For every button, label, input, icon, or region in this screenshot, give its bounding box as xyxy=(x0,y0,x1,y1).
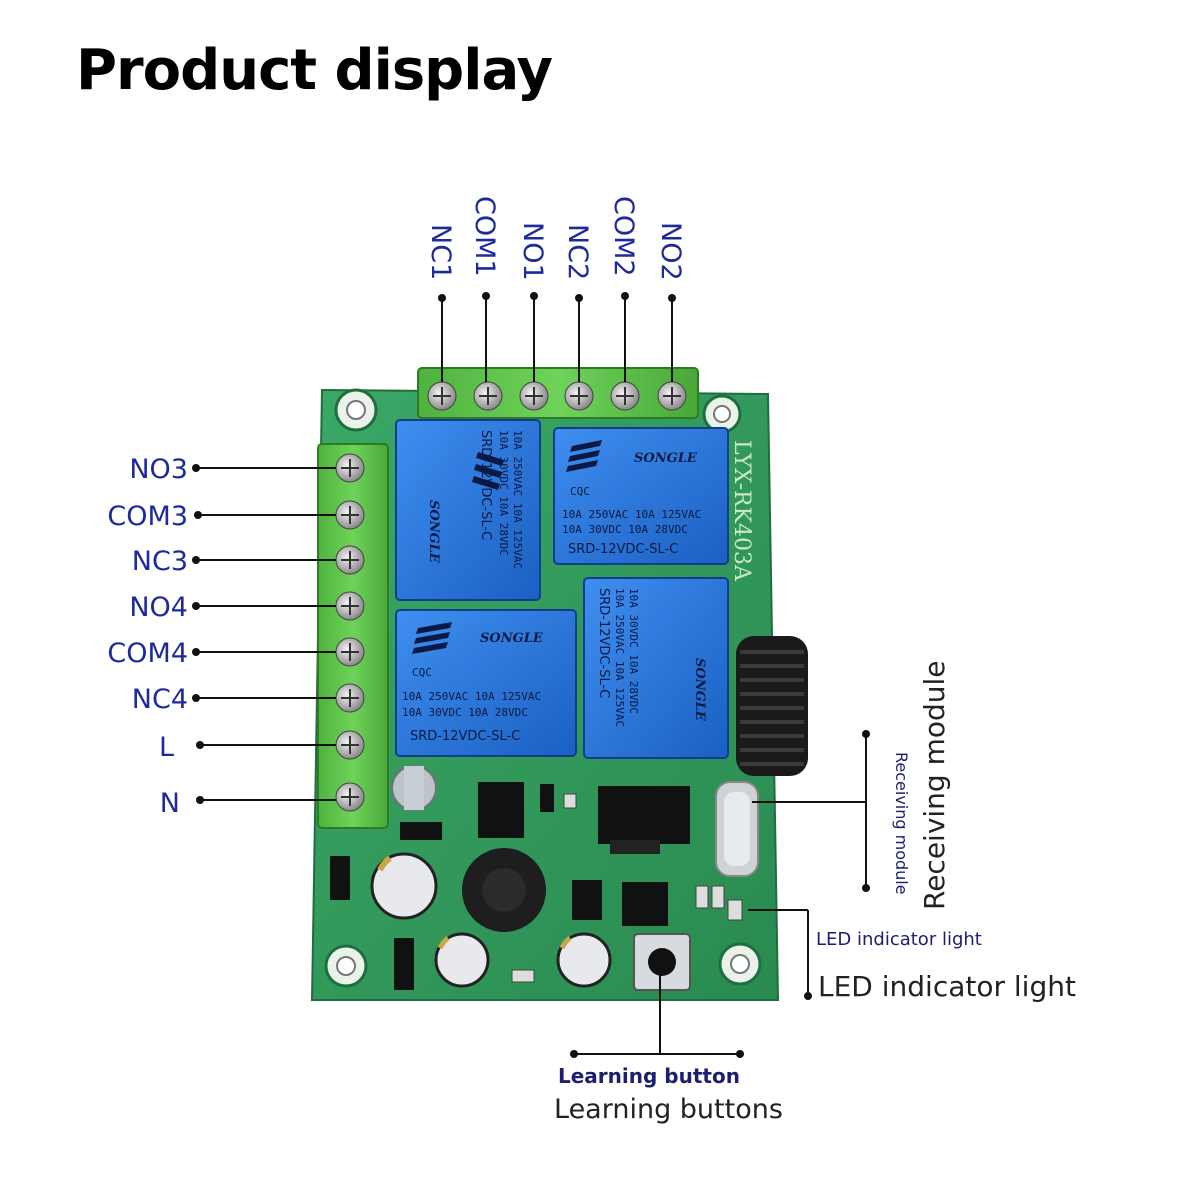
relay-2: SONGLE CQC 10A 250VAC 10A 125VAC 10A 30V… xyxy=(553,427,729,565)
terminal-screw xyxy=(657,381,687,411)
terminal-screw xyxy=(335,730,365,760)
receiving-module-small-label: Receiving module xyxy=(892,752,911,895)
lower-components xyxy=(330,765,743,990)
terminal-screw xyxy=(335,500,365,530)
relay-rating-1: 10A 250VAC 10A 125VAC xyxy=(402,690,541,703)
top-terminal-labels: NC1 COM1 NO1 NC2 COM2 NO2 xyxy=(425,196,686,281)
songle-logo-icon xyxy=(412,622,452,654)
mounting-hole xyxy=(334,388,378,432)
led-indicator-large-label: LED indicator light xyxy=(818,970,1076,1003)
smd-part xyxy=(695,885,709,909)
top-leader-lines xyxy=(438,292,676,382)
relay-model: SRD-12VDC-SL-C xyxy=(596,588,611,698)
mounting-hole xyxy=(718,942,762,986)
terminal-screw xyxy=(335,683,365,713)
terminal-screw xyxy=(427,381,457,411)
terminal-screw xyxy=(335,637,365,667)
ic-chip xyxy=(478,782,524,838)
relay-1: 10A 250VAC 10A 125VAC 10A 30VDC 10A 28VD… xyxy=(395,419,541,601)
relay-rating-2: 10A 30VDC 10A 28VDC xyxy=(497,430,510,556)
relay-4: 10A 250VAC 10A 125VAC 10A 30VDC 10A 28VD… xyxy=(583,577,729,759)
terminal-label-com4: COM4 xyxy=(107,638,188,669)
receiving-module-callout: Receiving module Receiving module xyxy=(752,660,951,910)
left-leader-lines xyxy=(192,464,336,804)
learning-button-large-label: Learning buttons xyxy=(554,1094,783,1125)
top-terminal-block xyxy=(417,367,699,419)
terminal-label-n: N xyxy=(160,788,180,819)
terminal-screw xyxy=(335,453,365,483)
terminal-screw xyxy=(473,381,503,411)
smd-part xyxy=(711,885,725,909)
relay-rating-1: 10A 250VAC 10A 125VAC xyxy=(613,588,626,727)
crystal-oscillator xyxy=(715,781,759,877)
antenna-coil xyxy=(736,636,808,776)
relay-mark: CQC xyxy=(412,666,432,679)
terminal-label-nc1: NC1 xyxy=(425,224,456,280)
learning-button-small-label: Learning button xyxy=(558,1064,740,1088)
relay-rating-1: 10A 250VAC 10A 125VAC xyxy=(562,508,701,521)
relay-rating-1: 10A 250VAC 10A 125VAC xyxy=(511,430,524,569)
terminal-label-no2: NO2 xyxy=(655,222,686,281)
ic-chip xyxy=(572,880,602,920)
relay-3: SONGLE CQC 10A 250VAC 10A 125VAC 10A 30V… xyxy=(395,609,577,757)
electrolytic-capacitor xyxy=(434,932,490,988)
terminal-screw xyxy=(564,381,594,411)
terminal-label-nc4: NC4 xyxy=(132,684,188,715)
led-indicator-small-label: LED indicator light xyxy=(816,929,982,950)
left-terminal-block xyxy=(317,443,389,829)
songle-logo-icon xyxy=(566,440,602,472)
terminal-screw xyxy=(335,782,365,812)
smd-part xyxy=(540,784,554,812)
inductor xyxy=(462,848,546,932)
songle-logo-icon xyxy=(472,452,504,490)
relay-rating-2: 10A 30VDC 10A 28VDC xyxy=(562,523,688,536)
page-title: Product display xyxy=(76,38,553,103)
smd-part xyxy=(610,840,660,854)
terminal-label-no3: NO3 xyxy=(129,454,188,485)
receiving-module-large-label: Receiving module xyxy=(918,660,951,910)
diode xyxy=(400,822,442,840)
terminal-label-no4: NO4 xyxy=(129,592,188,623)
relay-rating-2: 10A 30VDC 10A 28VDC xyxy=(627,588,640,714)
electrolytic-capacitor xyxy=(370,852,438,920)
ic-chip xyxy=(622,882,668,926)
learning-button[interactable] xyxy=(633,933,691,991)
terminal-label-l: L xyxy=(159,732,174,763)
terminal-screw xyxy=(519,381,549,411)
mounting-hole xyxy=(702,394,742,434)
learning-button-callout: Learning button Learning buttons xyxy=(554,970,783,1125)
led-indicator xyxy=(727,899,743,921)
terminal-label-com3: COM3 xyxy=(107,501,188,532)
electrolytic-capacitor xyxy=(556,932,612,988)
diode xyxy=(330,856,350,900)
terminal-label-com2: COM2 xyxy=(608,196,639,277)
smd-part xyxy=(511,969,535,983)
led-indicator-callout: LED indicator light LED indicator light xyxy=(748,909,1076,1003)
mounting-hole xyxy=(324,944,368,988)
relay-rating-2: 10A 30VDC 10A 28VDC xyxy=(402,706,528,719)
relay-brand: SONGLE xyxy=(692,658,707,722)
relay-brand: SONGLE xyxy=(480,631,544,646)
board-model-label: LYX-RK403A xyxy=(729,440,754,582)
relay-model: SRD-12VDC-SL-C xyxy=(410,729,520,744)
relay-model: SRD-12VDC-SL-C xyxy=(568,542,678,557)
relay-brand: SONGLE xyxy=(634,451,698,466)
terminal-screw xyxy=(610,381,640,411)
smd-part xyxy=(563,793,577,809)
terminal-screw xyxy=(335,545,365,575)
terminal-label-com1: COM1 xyxy=(469,196,500,277)
relay-mark: CQC xyxy=(570,485,590,498)
terminal-label-nc2: NC2 xyxy=(562,224,593,280)
ic-chip xyxy=(598,786,690,844)
left-terminal-labels: NO3 COM3 NC3 NO4 COM4 NC4 L N xyxy=(107,454,188,819)
terminal-label-nc3: NC3 xyxy=(132,546,188,577)
terminal-label-no1: NO1 xyxy=(517,222,548,281)
diode xyxy=(394,938,414,990)
relay-brand: SONGLE xyxy=(426,500,441,564)
terminal-screw xyxy=(335,591,365,621)
capacitor xyxy=(391,765,437,811)
